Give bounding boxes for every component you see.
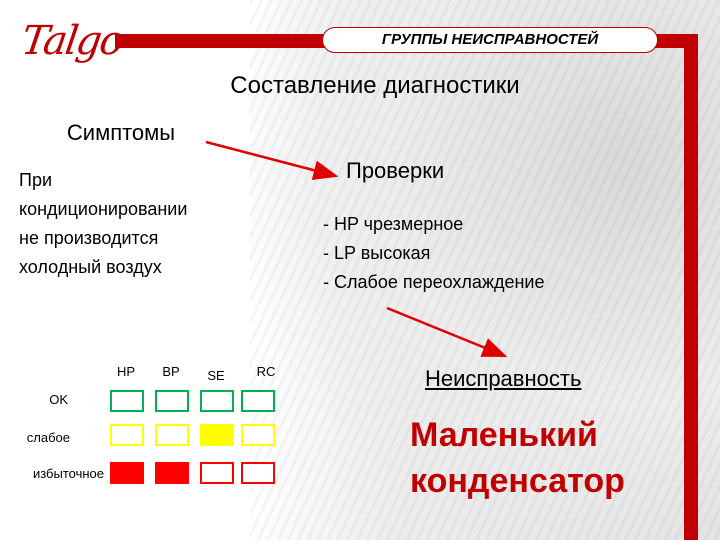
arrow-checks-to-fault — [386, 306, 508, 358]
matrix-cell — [200, 462, 234, 484]
matrix-cell — [241, 424, 275, 446]
matrix-col-rc: RC — [256, 364, 276, 379]
matrix-cell — [110, 424, 144, 446]
section-header: ГРУППЫ НЕИСПРАВНОСТЕЙ — [322, 27, 658, 53]
matrix-row-weak: слабое — [26, 430, 70, 445]
matrix-cell — [241, 390, 275, 412]
matrix-cell — [200, 390, 234, 412]
matrix-cell — [200, 424, 234, 446]
check-item: - LP высокая — [323, 243, 431, 263]
matrix-cell — [155, 462, 189, 484]
matrix-cell — [241, 462, 275, 484]
matrix-cell — [155, 390, 189, 412]
matrix-cell — [155, 424, 189, 446]
symptoms-heading: Симптомы — [48, 116, 194, 150]
symptom-line: При — [19, 170, 53, 190]
checks-list: - HP чрезмерное - LP высокая - Слабое пе… — [323, 210, 545, 297]
check-item: - Слабое переохлаждение — [323, 272, 545, 292]
matrix-row-excess: избыточное — [32, 466, 104, 481]
checks-heading: Проверки — [346, 158, 445, 183]
fault-result: Маленький конденсатор — [410, 412, 625, 504]
matrix-col-bp: BP — [162, 364, 180, 379]
matrix-cell — [110, 390, 144, 412]
background-track-image — [250, 0, 720, 540]
matrix-col-hp: HP — [116, 364, 136, 379]
matrix-cell — [110, 462, 144, 484]
side-bar — [684, 34, 698, 540]
symptom-line: не производится — [19, 228, 159, 248]
symptom-line: кондиционировании — [19, 199, 188, 219]
fault-heading: Неисправность — [425, 366, 582, 391]
matrix-row-ok: OK — [49, 392, 68, 407]
fault-line: Маленький — [410, 416, 598, 454]
arrow-symptoms-to-checks — [205, 140, 339, 180]
slide-title: Составление диагностики — [230, 72, 520, 99]
matrix-col-se: SE — [207, 368, 225, 383]
symptom-line: холодный воздух — [19, 257, 162, 277]
symptom-description: При кондиционировании не производится хо… — [19, 166, 269, 282]
check-item: - HP чрезмерное — [323, 214, 464, 234]
fault-line: конденсатор — [410, 462, 625, 500]
